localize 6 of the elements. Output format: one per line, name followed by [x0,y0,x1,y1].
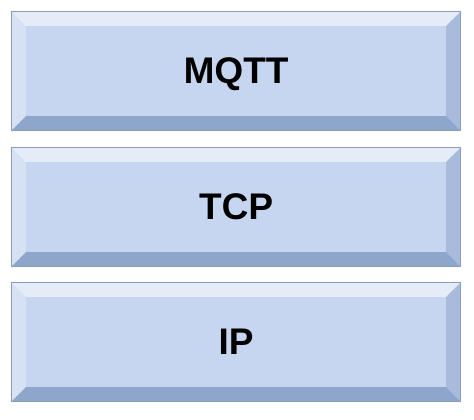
layer-label: TCP [199,186,273,228]
layer-label: IP [218,321,254,363]
layer-label: MQTT [184,50,288,92]
layer-box [12,148,460,266]
layer-box [12,12,460,130]
layer-box [12,283,460,401]
